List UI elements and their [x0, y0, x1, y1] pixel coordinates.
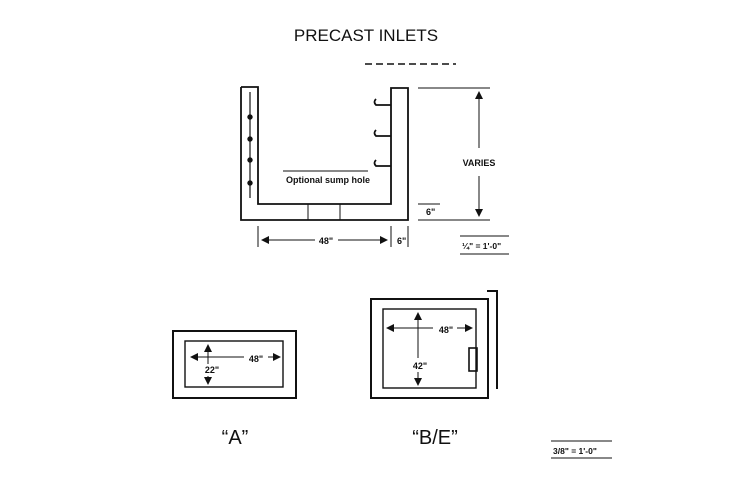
- plan-be-height-label: 42": [413, 361, 427, 371]
- plan-be: [370, 290, 498, 399]
- plan-be-ladder: [468, 347, 478, 372]
- plan-a-width-label: 48": [249, 354, 263, 364]
- plan-be-caption: “B/E”: [412, 427, 458, 449]
- plan-be-outer-l: [487, 290, 498, 389]
- section-scale-label: ¼" = 1'-0": [462, 241, 501, 251]
- ladder-rung-1: [373, 98, 391, 106]
- ladder-rung-2: [373, 129, 391, 137]
- section-view: [240, 63, 509, 255]
- rebar-dot: [247, 157, 253, 163]
- varies-label: VARIES: [463, 158, 496, 168]
- plan-a-caption: “A”: [222, 427, 249, 449]
- ladder-rung-3: [373, 159, 391, 167]
- rebar-dot: [247, 114, 253, 120]
- inside-width-label: 48": [319, 236, 333, 246]
- plan-a-height-label: 22": [205, 365, 219, 375]
- plan-scale-label: 3/8" = 1'-0": [553, 446, 597, 456]
- inlet-section-outline: [240, 86, 409, 221]
- page-title: PRECAST INLETS: [294, 26, 438, 45]
- plan-a-inner: [184, 340, 284, 388]
- wall-thickness-label: 6": [426, 207, 435, 217]
- plan-be-outer: [370, 298, 489, 399]
- sump-hole-label: Optional sump hole: [286, 175, 370, 185]
- side-wall-label: 6": [397, 236, 406, 246]
- rebar-dot: [247, 136, 253, 142]
- plan-a: [172, 330, 297, 399]
- plan-be-inner: [382, 308, 477, 389]
- plan-be-width-label: 48": [439, 325, 453, 335]
- plan-a-outer: [172, 330, 297, 399]
- rebar-dot: [247, 180, 253, 186]
